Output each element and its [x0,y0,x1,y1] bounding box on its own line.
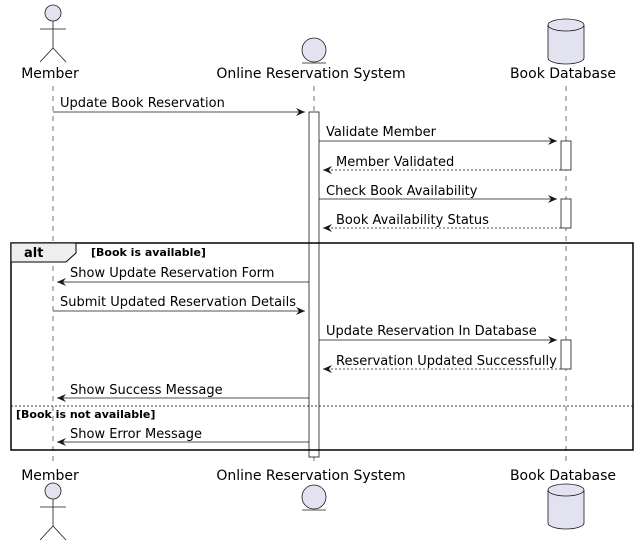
message-1: Update Book Reservation [53,96,305,116]
message-7: Submit Updated Reservation Details [53,295,305,315]
participant-database-bottom: Book Database [510,468,616,530]
participant-member-top: Member [21,4,79,82]
activation-database-3 [560,339,572,370]
message-3-return: Member Validated [323,155,561,174]
participant-system-label: Online Reservation System [216,468,405,484]
message-label: Show Error Message [70,427,202,442]
message-9-return: Reservation Updated Successfully [323,354,561,373]
participant-database-label: Book Database [510,468,616,484]
message-label: Show Update Reservation Form [70,266,274,281]
message-4: Check Book Availability [319,184,557,203]
message-label: Submit Updated Reservation Details [60,295,296,310]
message-2: Validate Member [319,125,557,145]
message-label: Update Book Reservation [60,96,225,111]
entity-icon [301,37,327,63]
activation-database-2 [560,198,572,229]
actor-head-icon [44,4,62,22]
alt-keyword: alt [24,246,43,261]
message-8: Update Reservation In Database [319,324,557,344]
message-5-return: Book Availability Status [323,213,561,232]
participant-member-label: Member [21,468,79,484]
database-icon [547,18,585,65]
database-icon [547,483,585,530]
alt-guard-available: [Book is available] [91,246,206,259]
message-label: Validate Member [326,125,437,140]
participant-database-top: Book Database [510,18,616,82]
message-label: Book Availability Status [336,213,489,228]
participant-system-label: Online Reservation System [216,66,405,82]
participant-member-bottom: Member [21,468,79,541]
message-label: Member Validated [336,155,454,170]
participant-system-top: Online Reservation System [216,37,406,82]
entity-icon [301,484,327,510]
participant-member-label: Member [21,66,79,82]
alt-guard-not-available: [Book is not available] [16,408,155,421]
actor-head-icon [44,482,62,500]
message-label: Update Reservation In Database [326,324,537,339]
message-11: Show Error Message [57,427,309,446]
message-label: Reservation Updated Successfully [336,354,557,369]
activation-database-1 [560,140,572,171]
participant-system-bottom: Online Reservation System [216,468,406,511]
message-10: Show Success Message [57,383,309,402]
activation-system [308,111,320,458]
message-label: Show Success Message [70,383,223,398]
message-6: Show Update Reservation Form [57,266,309,286]
alt-fragment: alt [Book is available] [Book is not ava… [10,242,634,451]
message-label: Check Book Availability [326,184,478,199]
participant-database-label: Book Database [510,66,616,82]
